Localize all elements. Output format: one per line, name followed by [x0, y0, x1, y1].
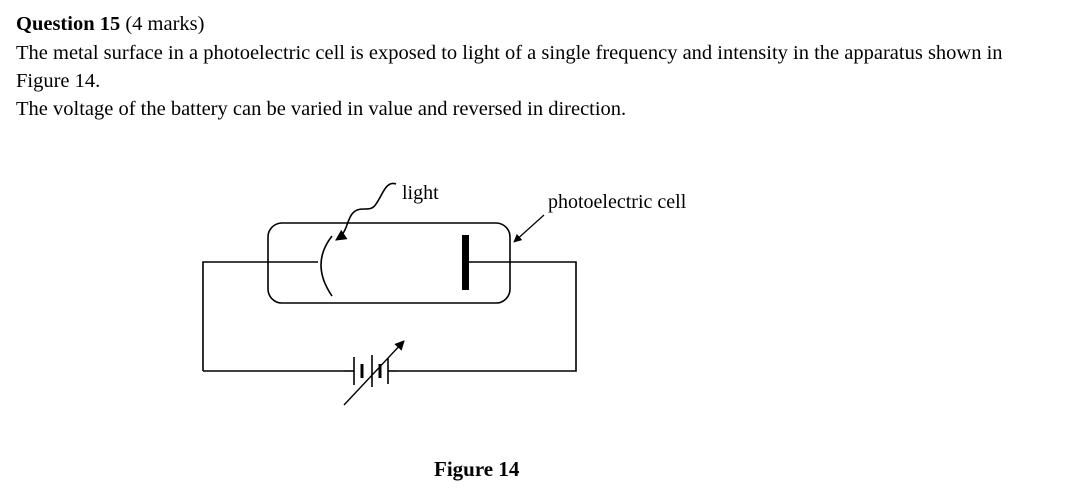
cathode-curved-plate [320, 235, 333, 297]
question-paragraph-1: The metal surface in a photoelectric cel… [16, 42, 1003, 92]
light-ray-arrow [335, 182, 397, 241]
variable-battery-symbol [343, 340, 405, 406]
figure-caption: Figure 14 [434, 457, 520, 481]
photoelectric-cell-label: photoelectric cell [548, 191, 687, 213]
cell-label-pointer [513, 214, 545, 243]
question-marks: (4 marks) [125, 13, 205, 35]
circuit-wires [202, 261, 577, 372]
question-heading: Question 15 (4 marks) [16, 10, 1056, 38]
question-block: Question 15 (4 marks) The metal surface … [16, 10, 1056, 123]
question-number: Question 15 [16, 13, 121, 35]
anode-plate [462, 235, 469, 290]
question-paragraph-2: The voltage of the battery can be varied… [16, 98, 627, 120]
photoelectric-cell-envelope [267, 222, 511, 304]
light-label: light [402, 182, 439, 204]
